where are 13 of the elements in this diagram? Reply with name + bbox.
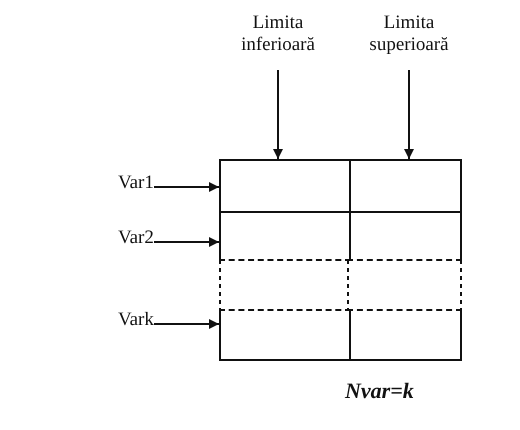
arrow (273, 70, 283, 159)
arrow (154, 182, 219, 192)
table-cell (219, 159, 351, 213)
node-label: Limita inferioară (240, 12, 316, 56)
node-label: Var1 (118, 172, 155, 194)
arrow (154, 319, 219, 329)
node-label: Vark (118, 309, 155, 331)
arrow (154, 237, 219, 247)
node-label: Limita superioară (368, 12, 450, 56)
node-label: Var2 (118, 227, 155, 249)
formula-label: Nvar=k (345, 378, 414, 404)
table-cell (219, 309, 351, 361)
arrow (404, 70, 414, 159)
